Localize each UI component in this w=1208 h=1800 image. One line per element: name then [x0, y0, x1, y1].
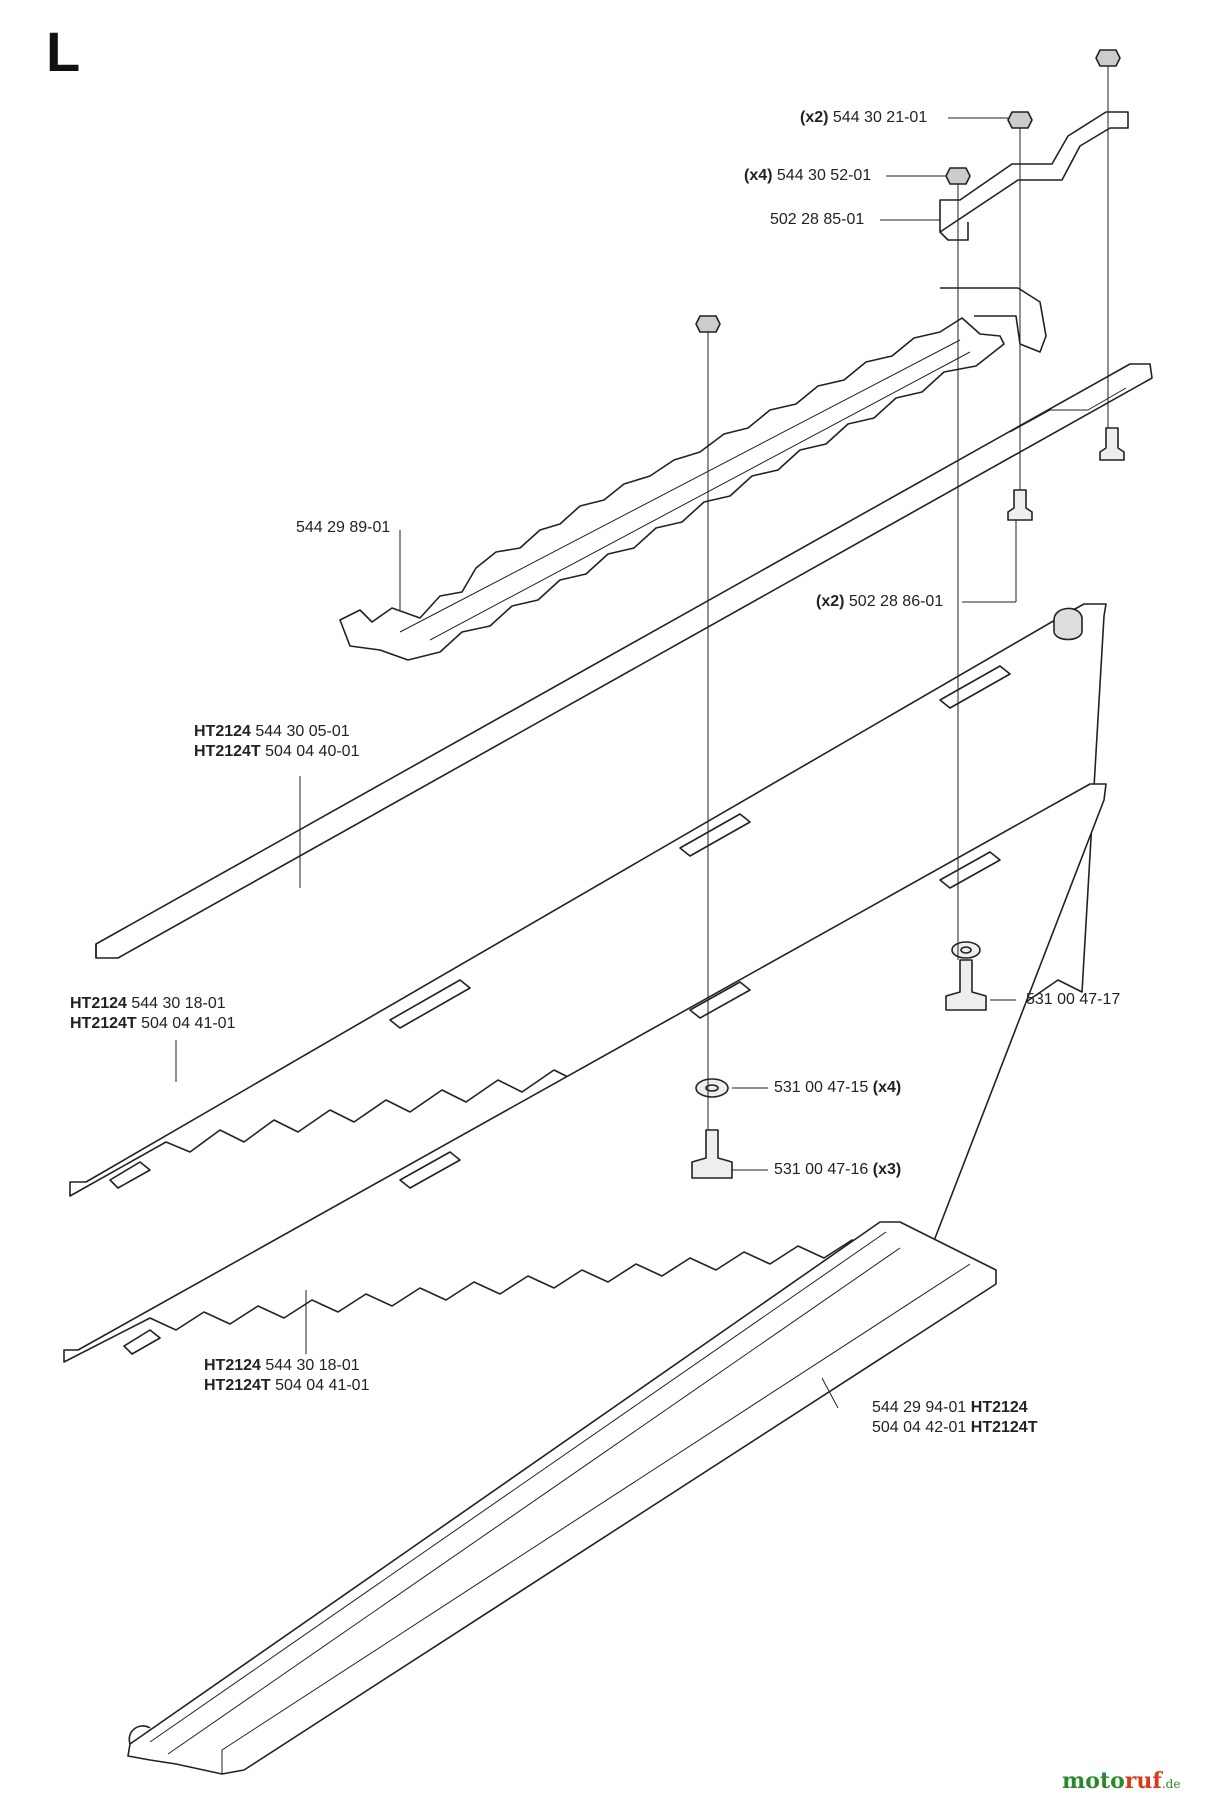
part-number: 531 00 47-16	[774, 1161, 869, 1178]
part-label-531-00-47-15: 531 00 47-15 (x4)	[774, 1078, 901, 1098]
model: HT2124	[194, 723, 251, 740]
part-number: 504 04 41-01	[141, 1015, 236, 1032]
part-label-502-28-86-01: (x2) 502 28 86-01	[816, 592, 943, 612]
watermark-suffix: .de	[1161, 1777, 1181, 1791]
watermark-logo: motoruf.de	[1062, 1768, 1180, 1794]
part-number: 502 28 86-01	[848, 593, 944, 610]
qty: (x2)	[800, 109, 829, 126]
part-number: 502 28 85-01	[770, 211, 865, 228]
part-label-upper-blade: HT2124 544 30 18-01 HT2124T 504 04 41-01	[70, 994, 235, 1034]
bolt-531-00-47-17-icon	[945, 959, 987, 1011]
washer-right-icon	[951, 941, 981, 959]
bolt-531-00-47-16-icon	[691, 1129, 733, 1179]
model: HT2124	[204, 1357, 261, 1374]
part-label-blade-cover: 544 29 94-01 HT2124 504 04 42-01 HT2124T	[872, 1398, 1037, 1438]
nut-top-icon	[1095, 49, 1121, 67]
part-label-544-30-21-01: (x2) 544 30 21-01	[800, 108, 927, 128]
cap-icon	[1053, 607, 1083, 641]
model: HT2124	[970, 1399, 1028, 1416]
part-number: 531 00 47-15	[774, 1079, 869, 1096]
part-number: 504 04 42-01	[872, 1419, 967, 1436]
part-number: 544 30 18-01	[131, 995, 226, 1012]
nut-comb-icon	[695, 315, 721, 333]
part-label-531-00-47-16: 531 00 47-16 (x3)	[774, 1160, 901, 1180]
model: HT2124T	[204, 1377, 271, 1394]
part-number: 544 30 18-01	[265, 1357, 360, 1374]
screw-right-icon	[1099, 427, 1125, 461]
part-number: 531 00 47-17	[1026, 991, 1121, 1008]
model: HT2124T	[70, 1015, 137, 1032]
part-label-guide-bar: HT2124 544 30 05-01 HT2124T 504 04 40-01	[194, 722, 359, 762]
part-number: 544 29 94-01	[872, 1399, 967, 1416]
part-number: 544 30 21-01	[832, 109, 928, 126]
watermark-part-b: ruf	[1124, 1768, 1162, 1794]
part-number: 544 29 89-01	[296, 519, 391, 536]
section-letter: L	[46, 20, 81, 83]
model: HT2124T	[194, 743, 261, 760]
part-label-531-00-47-17: 531 00 47-17	[1026, 990, 1120, 1010]
part-label-544-29-89-01: 544 29 89-01	[296, 518, 390, 538]
qty: (x4)	[872, 1079, 902, 1096]
qty: (x4)	[744, 167, 773, 184]
part-number: 504 04 41-01	[275, 1377, 370, 1394]
model: HT2124	[70, 995, 127, 1012]
part-label-544-30-52-01: (x4) 544 30 52-01	[744, 166, 871, 186]
part-number: 504 04 40-01	[265, 743, 360, 760]
bracket-502-28-85-01	[939, 111, 1129, 233]
washer-x4-icon	[695, 1078, 729, 1098]
part-label-502-28-85-01: 502 28 85-01	[770, 210, 864, 230]
blade-cover	[127, 1221, 997, 1775]
model: HT2124T	[970, 1419, 1038, 1436]
watermark-part-a: moto	[1062, 1768, 1125, 1794]
nut-x4-icon	[945, 167, 971, 185]
screw-x2-icon	[1007, 489, 1033, 521]
part-number: 544 30 05-01	[255, 723, 350, 740]
nut-x2-icon	[1007, 111, 1033, 129]
qty: (x3)	[872, 1161, 902, 1178]
qty: (x2)	[816, 593, 845, 610]
part-label-lower-blade: HT2124 544 30 18-01 HT2124T 504 04 41-01	[204, 1356, 369, 1396]
part-number: 544 30 52-01	[776, 167, 872, 184]
